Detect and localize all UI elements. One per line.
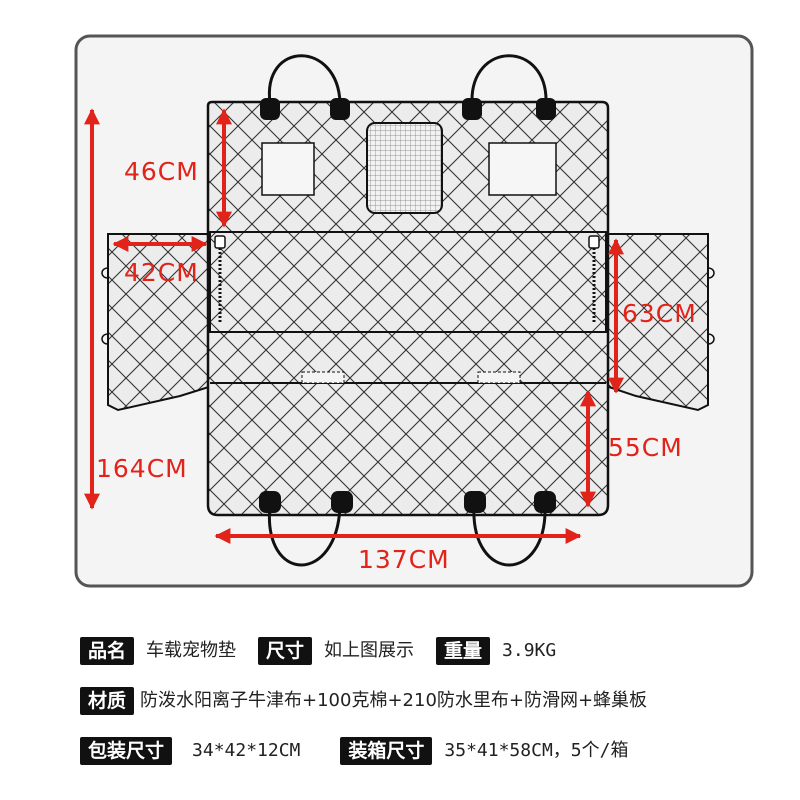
dim-label-46: 46CM (124, 157, 199, 186)
package-size-tag: 包装尺寸 (80, 737, 173, 765)
package-size-value: 34*42*12CM (192, 740, 301, 761)
seatbelt-slot-right (477, 371, 521, 384)
spec-row-1: 品名 车载宠物垫 尺寸 如上图展示 重量 3.9KG (80, 636, 556, 666)
dim-label-164: 164CM (96, 454, 188, 483)
zipper-left (214, 235, 226, 324)
product-name-value: 车载宠物垫 (146, 640, 237, 661)
material-value: 防泼水阳离子牛津布+100克棉+210防水里布+防滑网+蜂巢板 (140, 690, 648, 711)
seatbelt-slot-left (301, 371, 345, 384)
zipper-right (588, 235, 600, 324)
left-storage-pocket (261, 142, 315, 196)
zipper-band (209, 231, 607, 333)
size-value: 如上图展示 (324, 640, 415, 661)
size-tag: 尺寸 (258, 637, 313, 665)
top-headrest-straps (267, 54, 548, 104)
right-storage-pocket (488, 142, 557, 196)
dim-label-42: 42CM (124, 258, 199, 287)
product-name-tag: 品名 (80, 637, 135, 665)
dim-label-137: 137CM (358, 545, 450, 574)
carton-size-value: 35*41*58CM，5个/箱 (444, 740, 629, 761)
weight-tag: 重量 (436, 637, 491, 665)
top-strap-clips (260, 98, 556, 120)
spec-row-3: 包装尺寸 34*42*12CM 装箱尺寸 35*41*58CM，5个/箱 (80, 736, 628, 766)
pet-seat-cover-diagram: 46CM 42CM 63CM 55CM 164CM 137CM (74, 34, 754, 588)
bottom-strap-clips (259, 491, 556, 513)
mesh-window (366, 122, 443, 214)
spec-row-2: 材质 防泼水阳离子牛津布+100克棉+210防水里布+防滑网+蜂巢板 (80, 686, 647, 716)
dim-label-63: 63CM (622, 299, 697, 328)
weight-value: 3.9KG (502, 640, 557, 661)
material-tag: 材质 (80, 687, 135, 715)
dim-label-55: 55CM (608, 433, 683, 462)
side-flap-loops (101, 267, 715, 345)
carton-size-tag: 装箱尺寸 (340, 737, 433, 765)
